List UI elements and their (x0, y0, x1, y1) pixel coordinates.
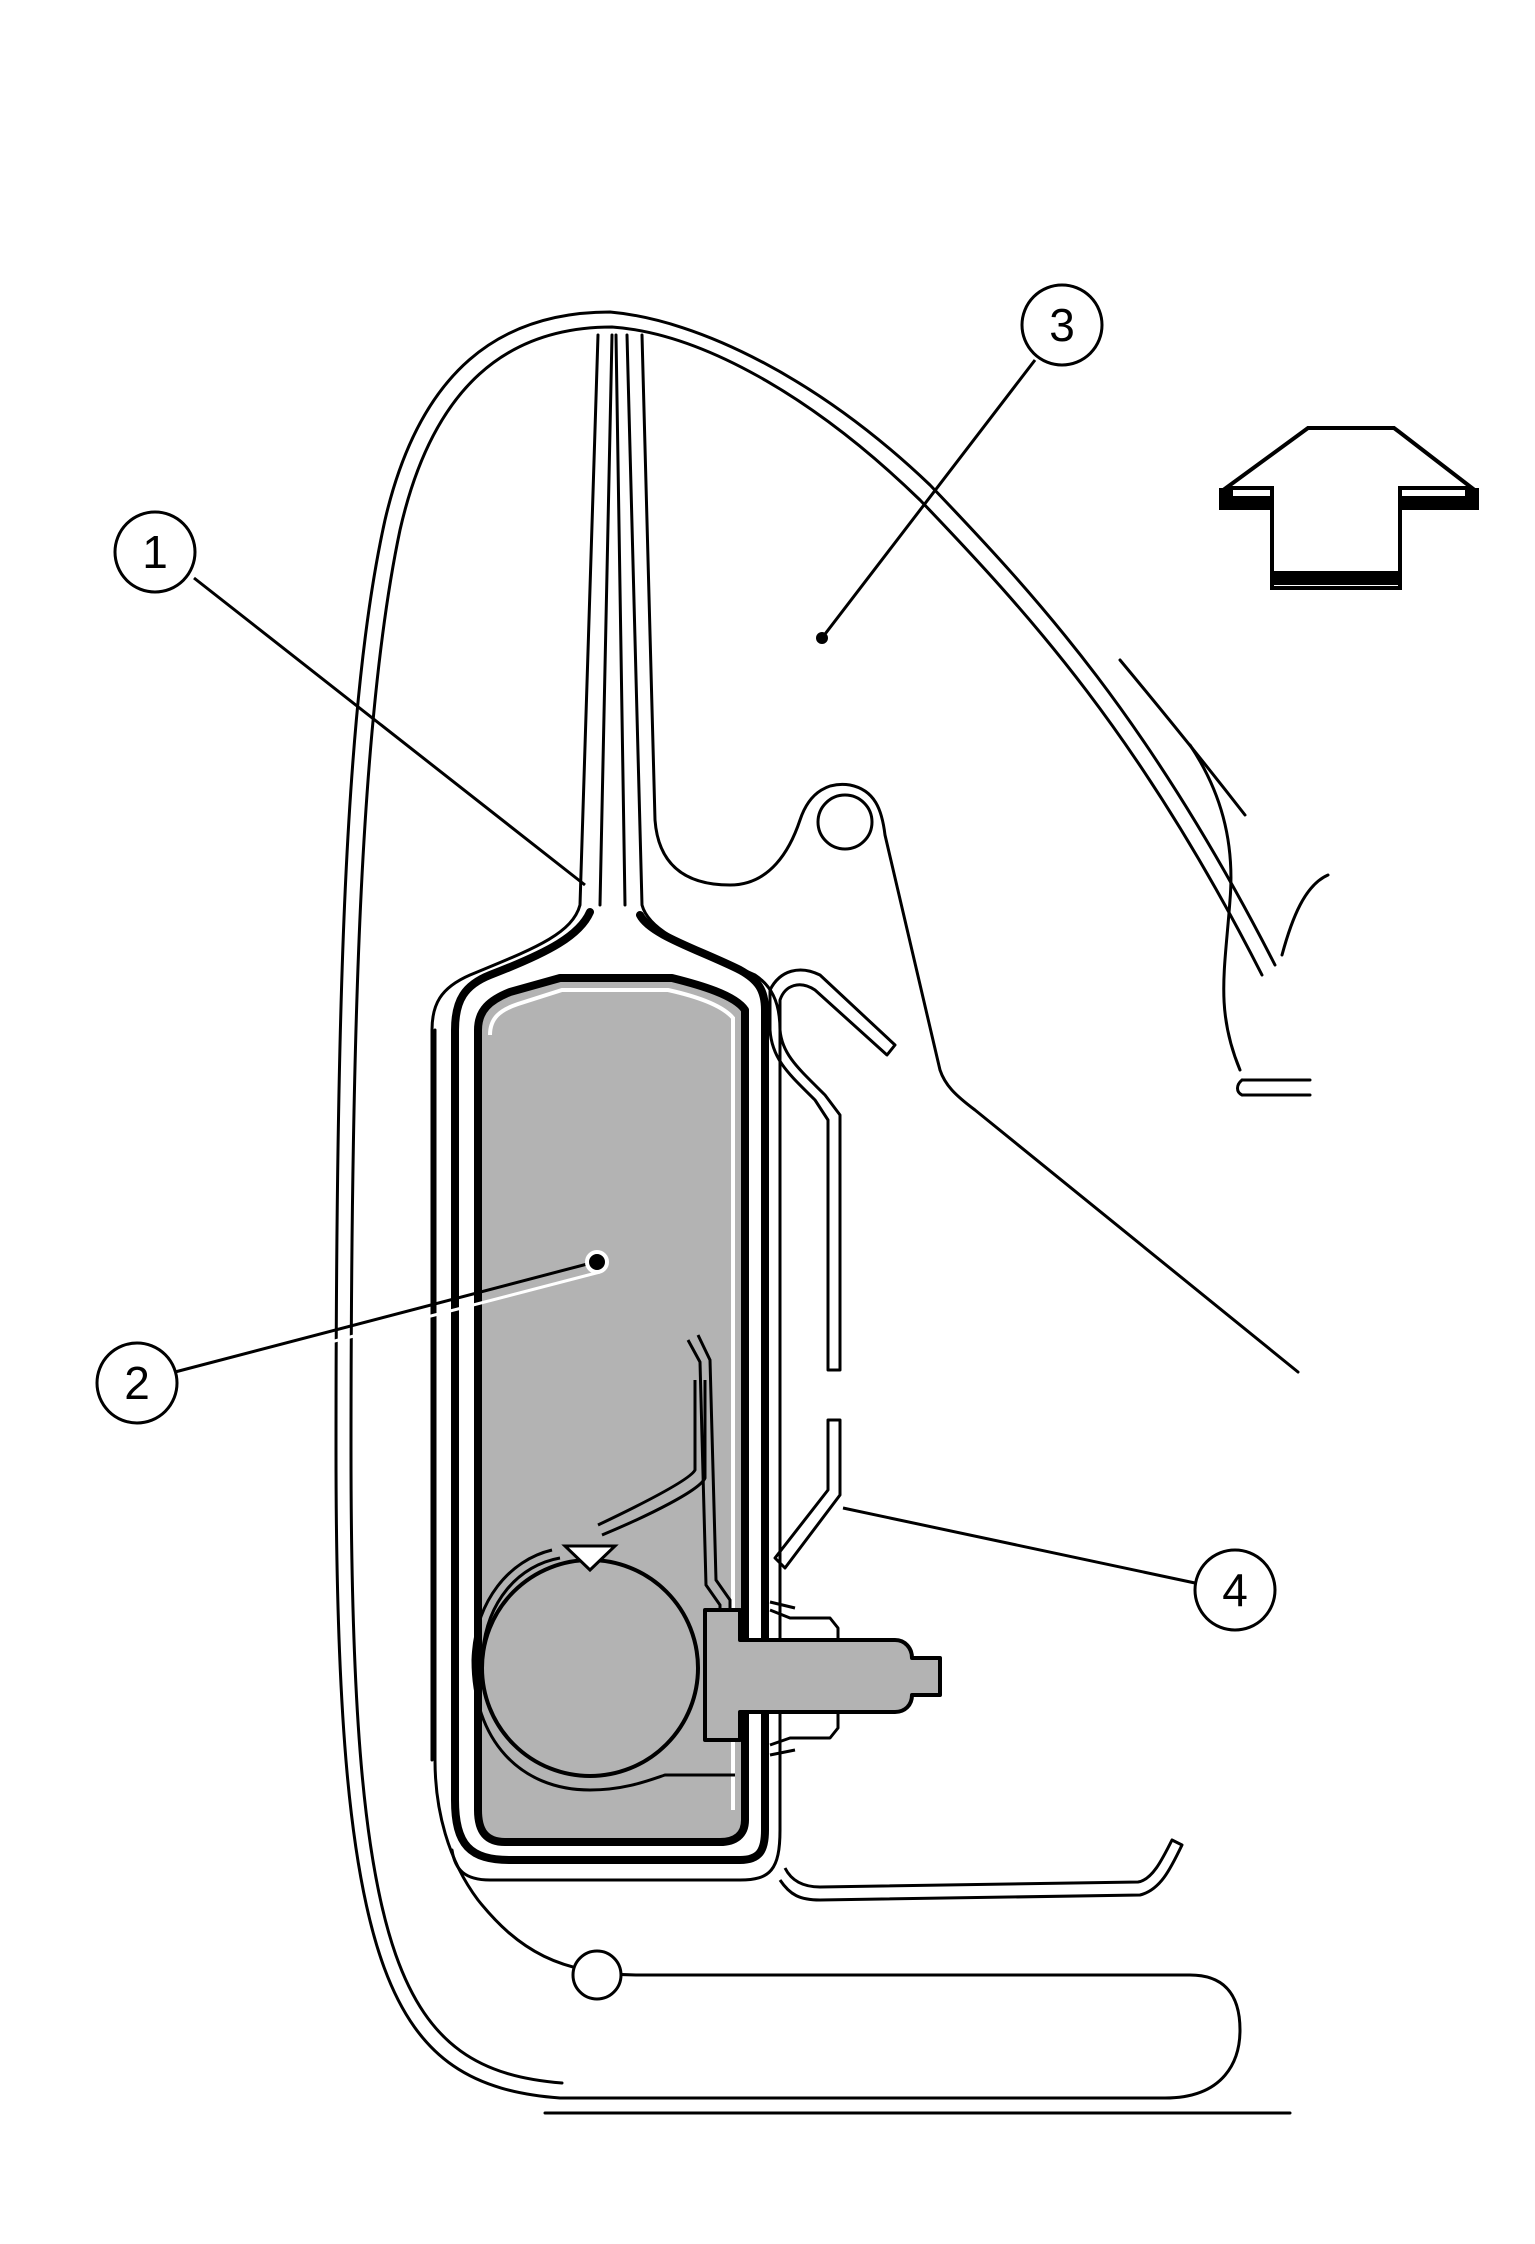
leader-lines (174, 359, 1196, 1585)
inflator-notch (561, 1544, 619, 1573)
callout-2: 2 (95, 1341, 179, 1425)
up-arrow-icon (1219, 426, 1480, 592)
leader-dot-3 (816, 632, 828, 644)
callout-3-label: 3 (1049, 299, 1075, 351)
airbag-module (471, 974, 942, 1846)
seat-frame-bracket (768, 968, 1184, 1902)
seat-side-trim (571, 333, 1312, 2001)
callout-2-label: 2 (124, 1357, 150, 1409)
callout-3: 3 (1020, 283, 1104, 367)
seat-wire-circle (816, 793, 874, 851)
leader-line-1 (193, 576, 586, 887)
outer-seat-contour (334, 310, 1330, 2115)
inflator-cylinder (480, 1558, 700, 1778)
leader-line-2 (174, 1260, 596, 1374)
bottom-wire-circle (571, 1949, 623, 2001)
callout-1-label: 1 (142, 526, 168, 578)
callout-4-label: 4 (1222, 1564, 1248, 1616)
leader-dot-2 (585, 1250, 609, 1274)
callout-4: 4 (1193, 1548, 1277, 1632)
callout-1: 1 (113, 510, 197, 594)
leader-line-2-halo (299, 1270, 601, 1352)
mounting-stud (703, 1608, 942, 1742)
leader-line-4 (842, 1506, 1196, 1585)
leader-line-3 (820, 359, 1037, 639)
